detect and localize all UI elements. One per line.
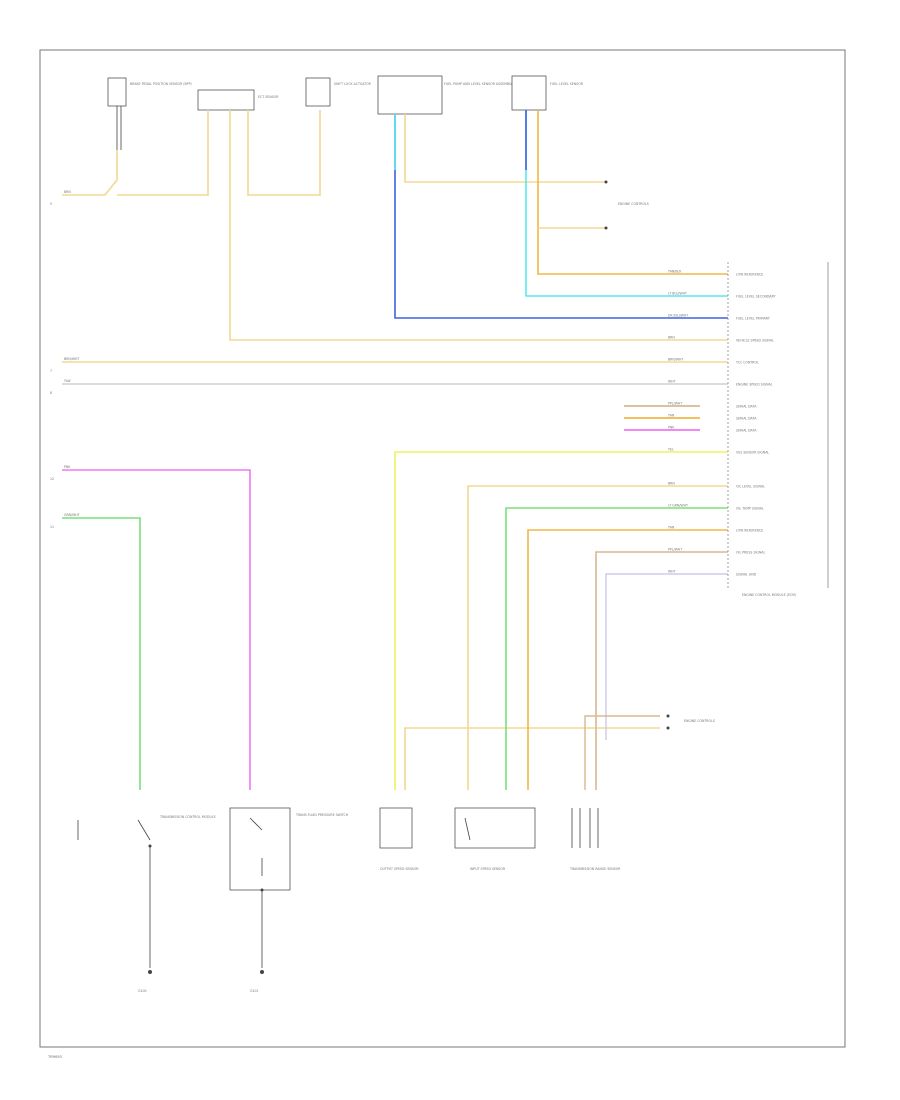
wire-orange-tan: [537, 110, 640, 275]
pcm-pin-signal: ENGINE SPEED SIGNAL: [736, 383, 773, 387]
wire-tan: [467, 485, 728, 790]
component-box: [107, 77, 127, 107]
pcm-pin-color: PPL/WHT: [668, 402, 682, 406]
pcm-pin-signal: VEHICLE SPEED SIGNAL: [736, 339, 774, 343]
wire-light-green: [505, 507, 728, 790]
pcm-connector: [727, 262, 829, 588]
engine-controls-note: ENGINE CONTROLS: [684, 719, 715, 723]
pcm-pin-color: WHT: [668, 380, 676, 384]
bottom-component-label: OUTPUT SPEED SENSOR: [380, 867, 419, 871]
wire-lilac: [605, 573, 728, 740]
pcm-pin-color: PNK: [668, 426, 675, 430]
wire-pink: [62, 469, 251, 790]
component-box: [377, 75, 443, 115]
wire-brown-tan: [595, 551, 728, 790]
left-pin-number: 7: [50, 369, 52, 373]
left-pin-number: 8: [50, 391, 52, 395]
left-wire-color: BRN: [64, 190, 71, 194]
ground-label: G100: [138, 989, 147, 993]
pcm-pin-color: YEL: [668, 448, 674, 452]
pcm-pin-signal: FUEL LEVEL PRIMARY: [736, 317, 770, 321]
left-wire-color: GRN/WHT: [64, 513, 80, 517]
pcm-pin-color: DK BLU/WHT: [668, 314, 688, 318]
pressure-switch: [229, 807, 291, 968]
wire-orange-tan: [527, 529, 728, 790]
wire-tan: [247, 110, 321, 196]
wire-brown-tan: [584, 715, 660, 790]
bottom-component-label: TRANS FLUID PRESSURE SWITCH: [295, 813, 349, 817]
splice-dot: [666, 714, 670, 718]
pcm-pin-signal: SIGNAL GND: [736, 573, 757, 577]
pcm-pin-signal: LOW REFERENCE: [736, 273, 763, 277]
engine-controls-note: ENGINE CONTROLS: [618, 202, 649, 206]
ground-label: G101: [250, 989, 259, 993]
left-pin-number: 5: [50, 202, 52, 206]
wire-tan: [62, 150, 118, 196]
wire-blue: [394, 114, 640, 319]
input-speed-sensor: [454, 807, 536, 849]
component-box: [197, 89, 255, 111]
pcm-pin-color: TAN/BLK: [667, 270, 682, 274]
splice-dot: [604, 226, 608, 230]
pcm-pin-color: PPL/WHT: [668, 548, 682, 552]
left-wire-color: BRN/WHT: [64, 357, 79, 361]
left-wire-labels: 5 BRN 7 BRN/WHT 8 YLW 12 PNK 11 GRN/WHT: [50, 190, 80, 529]
bottom-component-label: TRANSMISSION RANGE SENSOR: [569, 867, 621, 871]
wire-tan: [404, 727, 660, 790]
diagram-frame: [39, 49, 846, 1048]
pcm-pin-color: BRN/WHT: [668, 358, 683, 362]
pcm-pin-color: BRN: [668, 336, 675, 340]
wire-yellow: [394, 451, 728, 790]
pcm-pin-color: BRN: [668, 482, 675, 486]
ground-symbol: [260, 970, 264, 974]
splice-dot: [604, 180, 608, 184]
left-wire-color: PNK: [64, 465, 71, 469]
component-label: SHIFT LOCK ACTUATOR: [334, 82, 372, 86]
pcm-pin-signal: FUEL LEVEL SECONDARY: [736, 295, 775, 299]
component-label: ECT SENSOR: [258, 95, 279, 99]
pcm-pin-signal: SERIAL DATA: [736, 417, 757, 421]
wire-tan: [404, 114, 606, 183]
left-wire-color: YLW: [64, 379, 71, 383]
left-pin-number: 12: [50, 477, 54, 481]
left-pin-number: 11: [50, 525, 54, 529]
wire-light-green: [62, 517, 141, 790]
pcm-pin-signal: SERIAL DATA: [736, 405, 757, 409]
splice-dot: [666, 726, 670, 730]
component-box: [511, 75, 547, 111]
pcm-pin-list: TAN/BLK LOW REFERENCE LT BLU/WHT FUEL LEVEL…: [667, 270, 775, 577]
tcm-switch: [77, 819, 152, 968]
pcm-pin-color: WHT: [668, 570, 676, 574]
pcm-pin-signal: OIL PRESS SIGNAL: [736, 551, 765, 555]
component-box: [305, 77, 331, 107]
pcm-pin-color: LT GRN/WHT: [668, 504, 688, 508]
wire-light-blue: [525, 110, 640, 297]
pcm-pin-signal: LOW REFERENCE: [736, 529, 763, 533]
bottom-component-label: INPUT SPEED SENSOR: [470, 867, 506, 871]
pcm-pin-signal: SERIAL DATA: [736, 429, 757, 433]
pcm-pin-signal: TCC CONTROL: [735, 361, 759, 365]
wire-tan: [117, 110, 209, 196]
pcm-pin-color: LT BLU/WHT: [668, 292, 687, 296]
pcm-pin-signal: VSS SENSOR SIGNAL: [736, 451, 769, 455]
pcm-pin-signal: OIL LEVEL SIGNAL: [736, 485, 765, 489]
footer-code: TR9093: [47, 1055, 62, 1059]
pcm-pin-color: TAN: [667, 414, 675, 418]
pcm-pin-color: TAN: [667, 526, 675, 530]
bottom-component-label: TRANSMISSION CONTROL MODULE: [159, 815, 216, 819]
component-label: FUEL PUMP AND LEVEL SENSOR ASSEMBLY: [444, 82, 512, 86]
ground-symbol: [148, 970, 152, 974]
output-speed-sensor: [379, 807, 413, 849]
wire-tan: [229, 110, 640, 341]
pcm-pin-signal: OIL TEMP SIGNAL: [736, 507, 764, 511]
component-label: BRAKE PEDAL POSITION SENSOR (BPP): [130, 82, 192, 86]
component-label: FUEL LEVEL SENSOR: [550, 82, 584, 86]
range-sensor: [571, 808, 599, 848]
pcm-name: ENGINE CONTROL MODULE (ECM): [742, 593, 796, 597]
